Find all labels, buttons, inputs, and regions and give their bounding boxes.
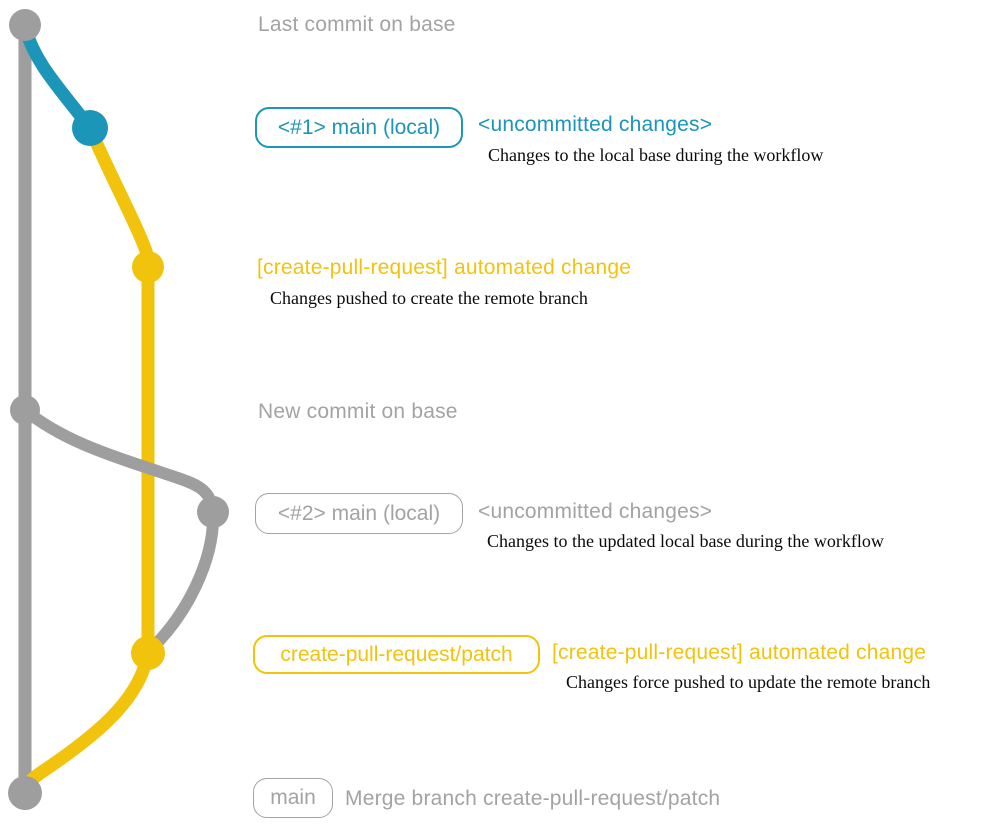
patch-branch-edge-top	[83, 121, 155, 274]
rebase-edge-in	[144, 506, 220, 656]
commit-dot-base-new	[10, 395, 40, 425]
patch-merge-edge	[18, 646, 155, 800]
commit-message-merge: Merge branch create-pull-request/patch	[345, 787, 721, 810]
commit-message-push-2: [create-pull-request] automated change	[552, 641, 927, 664]
commit-title-new-base: New commit on base	[258, 400, 458, 423]
commit-message-local-2: <uncommitted changes>	[478, 500, 713, 523]
commit-dot-local-1	[72, 110, 108, 146]
commit-note-local-1: Changes to the local base during the wor…	[488, 145, 824, 165]
commit-dot-base-top	[9, 9, 41, 41]
branch-tag-main-local-2-label: <#2> main (local)	[277, 501, 441, 525]
branch-tag-patch-label: create-pull-request/patch	[280, 642, 513, 666]
git-graph-svg	[8, 9, 229, 810]
rebase-edge-out	[19, 404, 219, 518]
branch-tag-main-local-1-label: <#1> main (local)	[277, 115, 441, 139]
branch-tag-patch: create-pull-request/patch	[253, 635, 540, 674]
commit-note-push-1: Changes pushed to create the remote bran…	[270, 288, 588, 308]
commit-dot-patch-2	[131, 636, 165, 670]
commit-message-local-1: <uncommitted changes>	[478, 113, 713, 136]
branch-tag-main-local-2: <#2> main (local)	[255, 493, 463, 534]
branch-tag-main: main	[253, 778, 333, 818]
branch-tag-main-label: main	[270, 786, 316, 809]
branch-tag-main-local-1: <#1> main (local)	[255, 107, 463, 148]
commit-title-last-base: Last commit on base	[258, 13, 456, 36]
commit-note-local-2: Changes to the updated local base during…	[487, 531, 884, 551]
commit-message-push-1: [create-pull-request] automated change	[257, 256, 632, 279]
commit-note-push-2: Changes force pushed to update the remot…	[566, 672, 931, 692]
commit-dot-merge	[8, 776, 42, 810]
commit-dot-local-2	[197, 496, 229, 528]
commit-dot-patch-1	[132, 251, 164, 283]
